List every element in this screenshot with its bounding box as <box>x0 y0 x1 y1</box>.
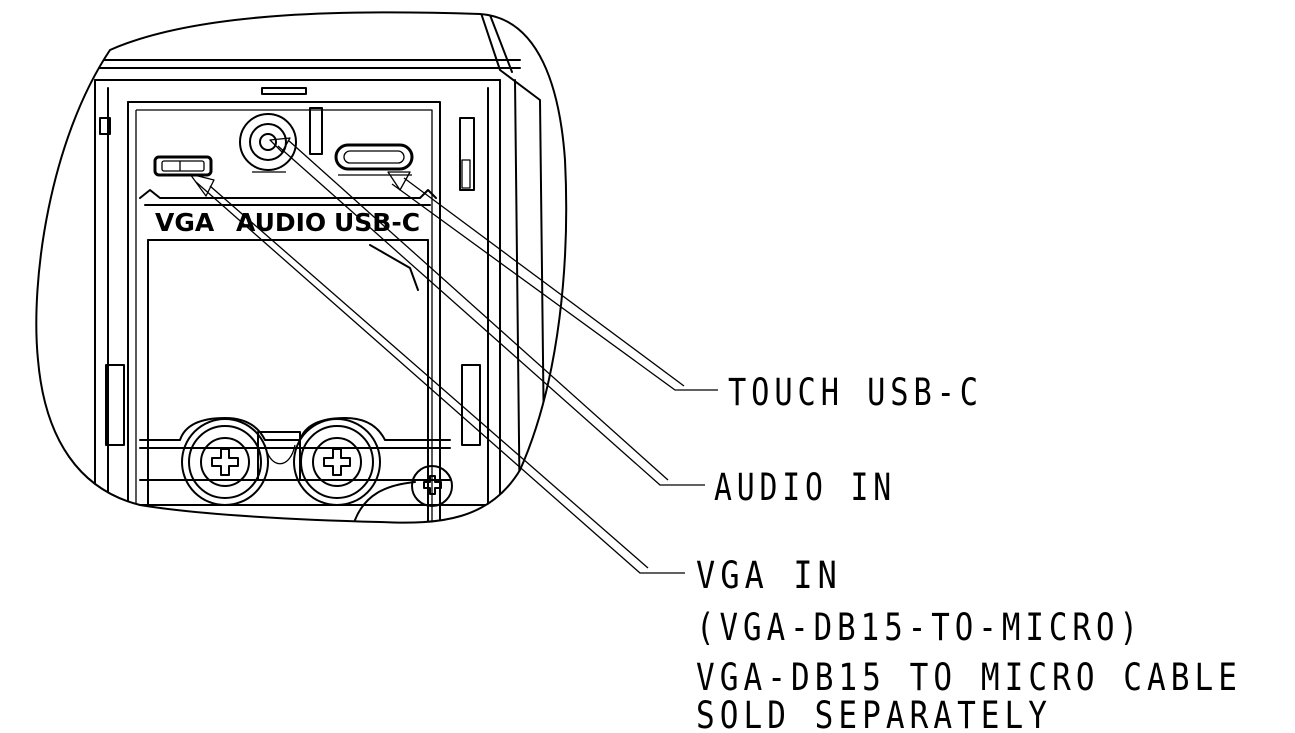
usbc-port <box>334 143 414 176</box>
device-body <box>36 12 546 523</box>
callout-audio-in: AUDIO IN <box>714 466 896 509</box>
external-screw <box>411 465 453 507</box>
callout-vga-in: VGA IN <box>696 554 842 597</box>
callout-vga-in-sold: SOLD SEPARATELY <box>696 694 1052 733</box>
port-label-vga: VGA <box>155 208 215 237</box>
port-label-usbc: USB-C <box>334 208 420 237</box>
leader-vga-in <box>189 173 685 574</box>
callout-vga-in-cable: VGA-DB15 TO MICRO CABLE <box>696 656 1242 699</box>
leader-touch-usbc <box>387 171 718 391</box>
detail-boundary <box>35 11 568 524</box>
port-label-audio: AUDIO <box>236 208 326 237</box>
vga-port <box>153 155 213 177</box>
callout-touch-usbc: TOUCH USB-C <box>728 371 983 414</box>
audio-port <box>239 113 297 173</box>
callout-vga-in-part: (VGA-DB15-TO-MICRO) <box>696 606 1143 649</box>
leader-audio-in <box>269 137 705 486</box>
